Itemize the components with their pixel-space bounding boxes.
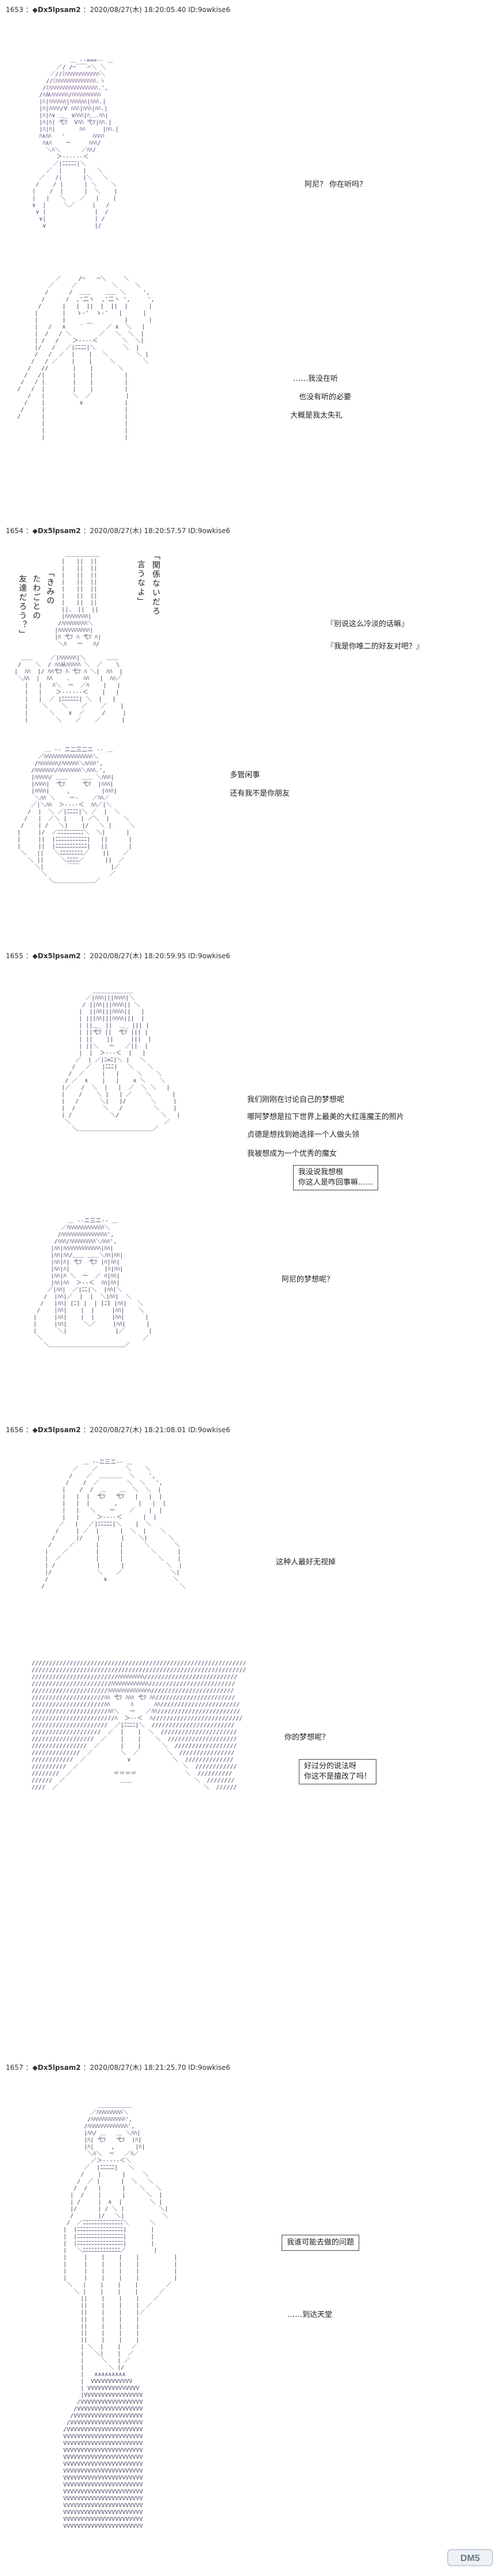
dialog-line: 我们刚刚在讨论自己的梦想呢: [247, 1096, 345, 1104]
post-meta: 2020/08/27(木) 18:21:25.70 ID:9owkise6: [90, 2064, 230, 2072]
post-number: 1655: [6, 952, 24, 960]
speech-box: 我谁可能去做的问题: [282, 2235, 360, 2251]
dialog-line: 多管闲事: [230, 771, 260, 780]
post-author: ◆Dx5lpsam2: [32, 1426, 81, 1434]
speech-box: 好过分的说法呀 你这不是擅改了吗！: [299, 1759, 377, 1784]
post-author: ◆Dx5lpsam2: [32, 527, 81, 535]
speech-box-line: 你这人是咋回事嘛……: [298, 1178, 374, 1187]
vertical-speech: たわごとの: [32, 574, 41, 620]
dialog-line: ……到达天堂: [287, 2311, 333, 2319]
speech-box-line: 我没说我想根: [298, 1168, 344, 1177]
ascii-art-figure: ＿＿ ／|ﾊﾊﾊﾊﾊﾊ|＼ ＿＿ / ＼ / ﾊﾊ从ﾊﾊﾊﾊﾊ ＼ ／ \ | …: [14, 655, 126, 723]
vertical-speech: 言うなよ」: [136, 560, 145, 606]
post-header: 1655 ：◆Dx5lpsam2 ：2020/08/27(木) 18:20:59…: [6, 952, 230, 960]
dialog-line: 这种人最好无视掉: [276, 1558, 336, 1567]
vertical-speech: 「きみの: [45, 569, 55, 606]
post-meta: 2020/08/27(木) 18:20:57.57 ID:9owkise6: [90, 527, 230, 535]
watermark-text: DM5: [460, 2554, 480, 2563]
ascii-art-figure: ／ /⌒￣￣⌒＼ ＼ ／ ／ ＼ ＼ / / ＿＿ ＿＿ ＼ ', / / ,'…: [17, 276, 155, 441]
dialog-line: 贞德是想找到她选择一个人做头领: [247, 1131, 360, 1139]
dialog-line: 阿尼？ 你在听吗？: [305, 180, 367, 189]
speech-box-line: 好过分的说法呀: [304, 1762, 357, 1771]
post-author: ◆Dx5lpsam2: [32, 2064, 81, 2072]
vertical-speech: 友達だろう？」: [18, 574, 27, 639]
post-meta: 2020/08/27(木) 18:21:08.01 ID:9owkise6: [90, 1426, 230, 1434]
ascii-art-figure: ＿＿＿＿＿＿ ／ﾊﾊﾊﾊﾊﾊﾊﾊﾊ＼ /ﾊﾊﾊﾊﾊﾊﾊﾊﾊﾊﾊﾊ', /ﾊﾊﾊﾊ…: [63, 2103, 178, 2529]
ascii-art-figure: ////////////////////////////////////////…: [32, 1660, 247, 1791]
dialog-line: 大概是我太失礼: [290, 411, 343, 420]
post-number: 1657: [6, 2064, 24, 2072]
ascii-art-figure: ＿ -‐ニ三ニ‐- ＿ ／ﾊﾊﾊﾊﾊﾊﾊﾊﾊﾊﾊﾊﾊ＼ /ﾊﾊﾊﾊﾊﾊﾊﾊﾊﾊﾊ…: [33, 1218, 152, 1348]
ascii-art-figure: ＿ -‐ニ三ニ‐- ＿ ／ ／ ＼ ＼ / ／ ＿＿＿＿ ＼ ', / / ／ …: [41, 1459, 186, 1590]
dialog-line: 也没有听的必要: [299, 393, 352, 402]
post-number: 1653: [6, 6, 24, 14]
dialog-line: 『我是你唯二的好友对吧？』: [326, 642, 424, 651]
post-number: 1656: [6, 1426, 24, 1434]
post-header: 1653 ：◆Dx5lpsam2 ：2020/08/27(木) 18:20:05…: [6, 6, 230, 14]
ascii-art-figure: ＿＿＿＿＿＿ | || || | || || | || || | || || |…: [55, 552, 102, 647]
speech-box-line: 你这不是擅改了吗！: [304, 1772, 372, 1781]
dialog-line: ……我没在听: [293, 375, 339, 383]
post-number: 1654: [6, 527, 24, 535]
post-author: ◆Dx5lpsam2: [32, 6, 81, 14]
post-meta: 2020/08/27(木) 18:20:05.40 ID:9owkise6: [90, 6, 230, 14]
dialog-line: 还有我不是你朋友: [230, 789, 290, 798]
dm5-logo-icon: DM5: [447, 2549, 493, 2566]
dialog-line: 『别说这么冷淡的话嘛』: [326, 620, 409, 628]
dialog-line: 你的梦想呢？: [284, 1733, 330, 1742]
dialog-line: 哪阿梦想是拉下世界上最美的大红莲魔王的照片: [247, 1113, 405, 1121]
ascii-art-figure: ＿ -‐===‐- ＿ ／/ /⌒￣￣⌒＼ ＼ ／//ﾐﾊﾊﾊﾊﾊﾊﾊﾊﾊﾊﾊﾊ…: [32, 57, 119, 229]
dialog-line: 我被想成为一个优秀的魔女: [247, 1150, 337, 1158]
ascii-art-figure: ＿ -‐ ニ二三二ニ ‐- ＿ ／ﾊﾊﾊﾊﾊﾊﾊﾊﾊﾊﾊﾊﾊﾊﾊﾊﾊ＼ /ﾊﾊﾊ…: [17, 747, 135, 884]
vertical-speech: 「関係ないだろ: [151, 552, 160, 616]
post-header: 1654 ：◆Dx5lpsam2 ：2020/08/27(木) 18:20:57…: [6, 527, 230, 535]
dialog-line: 阿尼的梦想呢？: [282, 1275, 334, 1284]
post-header: 1656 ：◆Dx5lpsam2 ：2020/08/27(木) 18:21:08…: [6, 1426, 230, 1434]
speech-box-line: 我谁可能去做的问题: [287, 2238, 355, 2247]
watermark-logo: DM5: [447, 2547, 493, 2568]
post-meta: 2020/08/27(木) 18:20:59.95 ID:9owkise6: [90, 952, 230, 960]
speech-box: 我没说我想根 你这人是咋回事嘛……: [293, 1165, 379, 1190]
post-author: ◆Dx5lpsam2: [32, 952, 81, 960]
ascii-art-figure: ＿＿＿＿＿＿＿ ／|ﾊﾊﾊ|||ﾊﾊﾊﾊ|＼ / ||ﾊﾊ|||ﾊﾊﾊﾊ|| ＼…: [61, 988, 180, 1132]
post-header: 1657 ：◆Dx5lpsam2 ：2020/08/27(木) 18:21:25…: [6, 2064, 230, 2072]
